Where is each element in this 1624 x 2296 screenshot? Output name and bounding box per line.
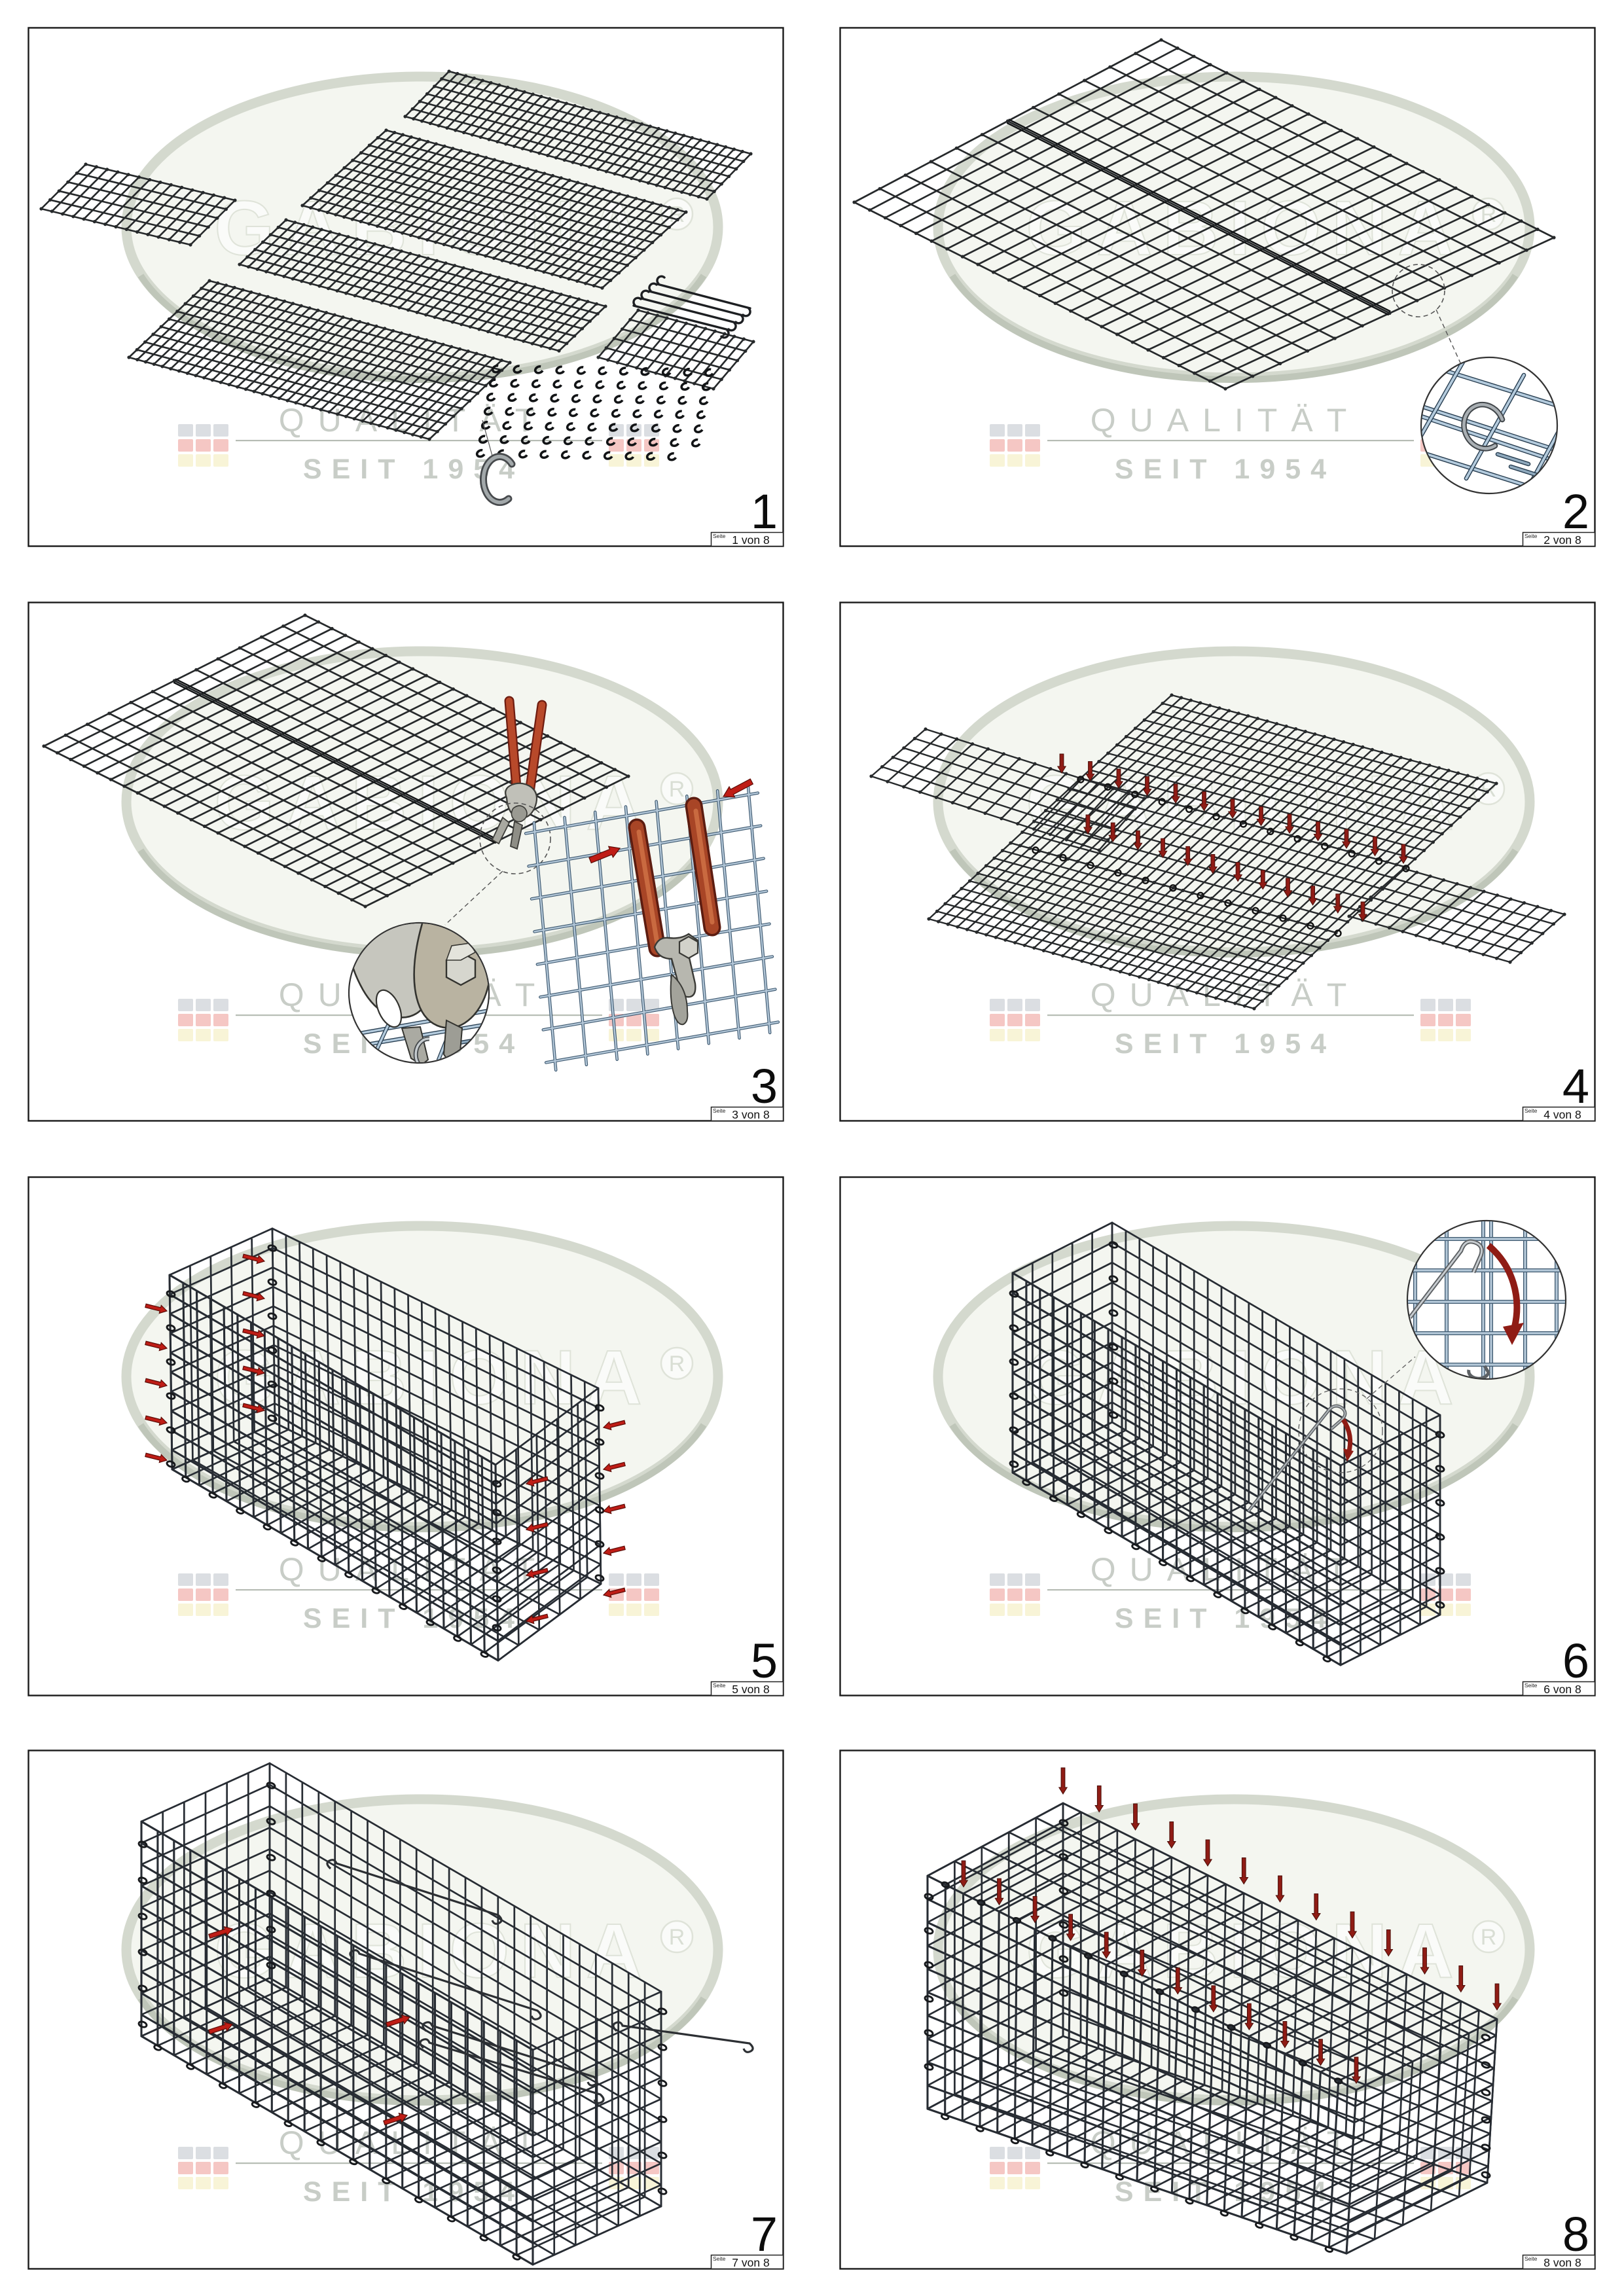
svg-text:3: 3 [751, 1059, 778, 1113]
svg-text:GABIONA: GABIONA [214, 760, 652, 846]
svg-text:7: 7 [751, 2207, 778, 2261]
svg-text:6: 6 [1562, 1634, 1589, 1688]
svg-text:GABIONA: GABIONA [1026, 1335, 1464, 1421]
svg-text:Seite: Seite [1525, 1107, 1538, 1114]
svg-text:R: R [669, 777, 685, 802]
svg-text:Seite: Seite [713, 2255, 726, 2262]
svg-text:Seite: Seite [1525, 533, 1538, 539]
svg-text:R: R [669, 1925, 685, 1950]
svg-text:Seite: Seite [713, 1682, 726, 1689]
svg-text:GABIONA: GABIONA [1026, 185, 1464, 272]
svg-text:8 von 8: 8 von 8 [1543, 2256, 1581, 2269]
svg-text:SEIT 1954: SEIT 1954 [303, 2176, 524, 2208]
svg-text:Seite: Seite [1525, 1682, 1538, 1689]
svg-text:3 von 8: 3 von 8 [732, 1108, 769, 1121]
svg-text:1: 1 [751, 484, 778, 539]
svg-text:6 von 8: 6 von 8 [1543, 1683, 1581, 1696]
svg-text:8: 8 [1562, 2207, 1589, 2261]
svg-text:1 von 8: 1 von 8 [732, 533, 769, 547]
svg-text:SEIT 1954: SEIT 1954 [1115, 1603, 1336, 1634]
svg-text:R: R [1481, 1925, 1497, 1950]
svg-text:5 von 8: 5 von 8 [732, 1683, 769, 1696]
svg-text:4 von 8: 4 von 8 [1543, 1108, 1581, 1121]
svg-text:Seite: Seite [713, 533, 726, 539]
svg-text:R: R [669, 1352, 685, 1376]
svg-text:5: 5 [751, 1634, 778, 1688]
svg-text:QUALITÄT: QUALITÄT [1091, 977, 1360, 1013]
svg-text:7 von 8: 7 von 8 [732, 2256, 769, 2269]
svg-text:2 von 8: 2 von 8 [1543, 533, 1581, 547]
svg-text:QUALITÄT: QUALITÄT [1091, 402, 1360, 439]
svg-text:Seite: Seite [1525, 2255, 1538, 2262]
svg-text:2: 2 [1562, 484, 1589, 539]
svg-text:Seite: Seite [713, 1107, 726, 1114]
svg-text:SEIT 1954: SEIT 1954 [303, 454, 524, 485]
svg-text:SEIT 1954: SEIT 1954 [1115, 1028, 1336, 1060]
svg-text:4: 4 [1562, 1059, 1589, 1113]
svg-text:SEIT 1954: SEIT 1954 [1115, 454, 1336, 485]
